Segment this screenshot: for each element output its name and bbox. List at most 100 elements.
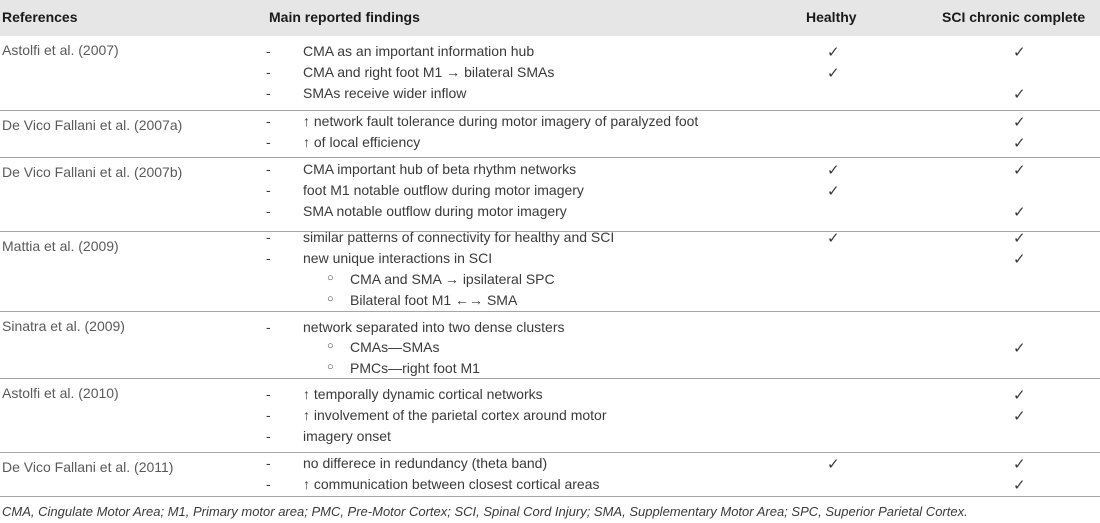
finding-item: - ↑ communication between closest cortica…: [0, 476, 1100, 496]
dash-bullet-icon: -: [266, 229, 271, 245]
finding-text: SMA notable outflow during motor imagery: [303, 203, 567, 219]
sci-check-icon: ✓: [1013, 230, 1026, 247]
dash-bullet-icon: -: [266, 64, 271, 80]
sci-check-icon: ✓: [1013, 114, 1026, 131]
table-footnote: CMA, Cingulate Motor Area; M1, Primary m…: [0, 496, 1100, 523]
finding-item: - ↑ involvement of the parietal cortex ar…: [0, 407, 1100, 427]
finding-subitem: ○ CMAs—SMAs ✓: [0, 339, 1100, 359]
finding-item: - SMAs receive wider inflow ✓: [0, 85, 1100, 105]
sci-check-icon: ✓: [1013, 251, 1026, 268]
finding-item: - CMA important hub of beta rhythm networ…: [0, 161, 1100, 181]
finding-text: no differece in redundancy (theta band): [303, 455, 548, 471]
dash-bullet-icon: -: [266, 250, 271, 266]
sci-check-icon: ✓: [1013, 204, 1026, 221]
dash-bullet-icon: -: [266, 85, 271, 101]
finding-text: foot M1 notable outflow during motor ima…: [303, 182, 584, 198]
finding-text: network separated into two dense cluster…: [303, 319, 565, 335]
finding-item: - foot M1 notable outflow during motor im…: [0, 182, 1100, 202]
dash-bullet-icon: -: [266, 182, 271, 198]
table-row: Sinatra et al. (2009) - network separated …: [0, 311, 1100, 379]
footnote-text: CMA, Cingulate Motor Area; M1, Primary m…: [2, 504, 968, 519]
finding-text: CMA and right foot M1 → bilateral SMAs: [303, 64, 555, 80]
dash-bullet-icon: -: [266, 428, 271, 444]
healthy-check-icon: ✓: [827, 183, 840, 200]
header-sci-chronic-complete: SCI chronic complete: [942, 9, 1086, 25]
dash-bullet-icon: -: [266, 43, 271, 59]
healthy-check-icon: ✓: [827, 162, 840, 179]
healthy-check-icon: ✓: [827, 456, 840, 473]
dash-bullet-icon: -: [266, 319, 271, 335]
finding-text: ↑ communication between closest cortical…: [303, 476, 600, 492]
reference-cell: Mattia et al. (2009): [2, 238, 119, 254]
finding-subitem: ○ Bilateral foot M1 ←→ SMA: [0, 292, 1100, 312]
finding-text: new unique interactions in SCI: [303, 250, 493, 266]
table-row: Mattia et al. (2009) - similar patterns of…: [0, 229, 1100, 312]
finding-text: ↑ network fault tolerance during motor i…: [303, 113, 699, 129]
sci-check-icon: ✓: [1013, 340, 1026, 357]
dash-bullet-icon: -: [266, 134, 271, 150]
finding-text: Bilateral foot M1 ←→ SMA: [350, 292, 518, 308]
dash-bullet-icon: -: [266, 113, 271, 129]
finding-item: - CMA and right foot M1 → bilateral SMAs ✓: [0, 64, 1100, 84]
finding-text: CMAs—SMAs: [350, 339, 440, 355]
reference-cell: Astolfi et al. (2010): [2, 385, 119, 401]
header-references: References: [2, 9, 78, 25]
sci-check-icon: ✓: [1013, 387, 1026, 404]
finding-subitem: ○ CMA and SMA → ipsilateral SPC: [0, 271, 1100, 291]
dash-bullet-icon: -: [266, 161, 271, 177]
dash-bullet-icon: -: [266, 203, 271, 219]
finding-text: similar patterns of connectivity for hea…: [303, 229, 615, 245]
finding-item: - ↑ of local efficiency ✓: [0, 134, 1100, 154]
reference-cell: Astolfi et al. (2007): [2, 42, 119, 58]
circle-bullet-icon: ○: [327, 361, 334, 373]
dash-bullet-icon: -: [266, 407, 271, 423]
reference-cell: Sinatra et al. (2009): [2, 318, 125, 334]
table-header: References Main reported findings Health…: [0, 0, 1100, 36]
sci-check-icon: ✓: [1013, 86, 1026, 103]
sci-check-icon: ✓: [1013, 477, 1026, 494]
sci-check-icon: ✓: [1013, 44, 1026, 61]
finding-item: - network separated into two dense cluste…: [0, 319, 1100, 339]
circle-bullet-icon: ○: [327, 293, 334, 305]
table-row: Astolfi et al. (2010) - ↑ temporally dynam…: [0, 378, 1100, 453]
sci-check-icon: ✓: [1013, 408, 1026, 425]
finding-item: - CMA as an important information hub ✓ ✓: [0, 43, 1100, 63]
finding-text: ↑ temporally dynamic cortical networks: [303, 386, 543, 402]
dash-bullet-icon: -: [266, 476, 271, 492]
header-findings: Main reported findings: [269, 9, 420, 25]
finding-text: ↑ involvement of the parietal cortex aro…: [303, 407, 607, 423]
table-row: Astolfi et al. (2007) - CMA as an importan…: [0, 36, 1100, 110]
finding-text: CMA and SMA → ipsilateral SPC: [350, 271, 555, 287]
table-row: De Vico Fallani et al. (2007b) - CMA impor…: [0, 157, 1100, 232]
finding-item: - ↑ temporally dynamic cortical networks ✓: [0, 386, 1100, 406]
dash-bullet-icon: -: [266, 455, 271, 471]
healthy-check-icon: ✓: [827, 44, 840, 61]
finding-text: CMA important hub of beta rhythm network…: [303, 161, 577, 177]
sci-check-icon: ✓: [1013, 135, 1026, 152]
reference-cell: De Vico Fallani et al. (2011): [2, 459, 174, 475]
header-healthy: Healthy: [806, 9, 857, 25]
finding-item: - similar patterns of connectivity for he…: [0, 229, 1100, 249]
finding-text: CMA as an important information hub: [303, 43, 535, 59]
healthy-check-icon: ✓: [827, 230, 840, 247]
circle-bullet-icon: ○: [327, 272, 334, 284]
table-row: De Vico Fallani et al. (2011) - no differe…: [0, 452, 1100, 497]
finding-item: - ↑ network fault tolerance during motor …: [0, 113, 1100, 133]
reference-cell: De Vico Fallani et al. (2007a): [2, 117, 183, 133]
reference-cell: De Vico Fallani et al. (2007b): [2, 164, 183, 180]
circle-bullet-icon: ○: [327, 340, 334, 352]
finding-item: - no differece in redundancy (theta band)…: [0, 455, 1100, 475]
finding-subitem: ○ PMCs—right foot M1: [0, 360, 1100, 380]
finding-text: ↑ of local efficiency: [303, 134, 421, 150]
healthy-check-icon: ✓: [827, 65, 840, 82]
sci-check-icon: ✓: [1013, 162, 1026, 179]
finding-item: - SMA notable outflow during motor imager…: [0, 203, 1100, 223]
finding-text: PMCs—right foot M1: [350, 360, 480, 376]
finding-item: - new unique interactions in SCI ✓: [0, 250, 1100, 270]
dash-bullet-icon: -: [266, 386, 271, 402]
finding-item: - imagery onset: [0, 428, 1100, 448]
finding-text: SMAs receive wider inflow: [303, 85, 467, 101]
finding-text: imagery onset: [303, 428, 391, 444]
sci-check-icon: ✓: [1013, 456, 1026, 473]
